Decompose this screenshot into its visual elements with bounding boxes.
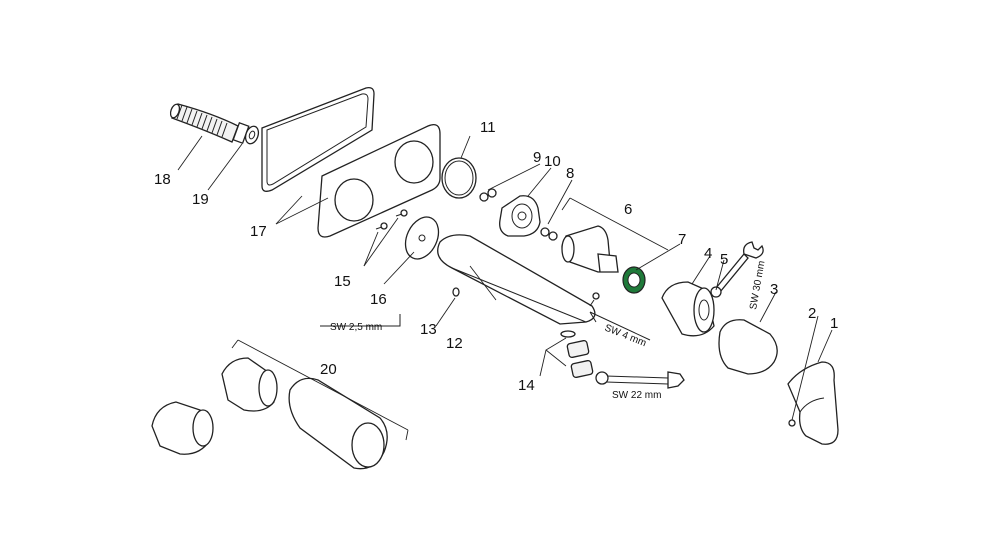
tool-label-sw30: SW 30 mm (748, 260, 767, 311)
callout-13: 13 (420, 321, 437, 338)
part-17-wall-plate (317, 123, 441, 238)
callout-1: 1 (830, 315, 838, 332)
part-4-sleeve (661, 281, 715, 337)
part-9-check-valve-seals (479, 188, 497, 202)
callout-18: 18 (154, 171, 171, 188)
part-14-aerator (560, 330, 594, 379)
wrench-sw22-icon (595, 371, 685, 389)
leader-lines (177, 135, 833, 441)
callout-14: 14 (518, 377, 535, 394)
part-10-valve-body (499, 195, 541, 237)
part-20-installation-sleeve-left (151, 401, 214, 455)
callout-11: 11 (480, 119, 496, 136)
callout-15: 15 (334, 273, 351, 290)
callout-7: 7 (678, 231, 686, 248)
callout-19: 19 (192, 191, 209, 208)
part-6-cartridge (561, 225, 619, 273)
part-17-seal-gasket (261, 86, 375, 192)
part-13-grub-screw (452, 287, 460, 297)
callout-16: 16 (370, 291, 387, 308)
part-11-o-ring (441, 157, 477, 199)
callout-3: 3 (770, 281, 778, 298)
callout-2: 2 (808, 305, 816, 322)
part-1-lever-handle (787, 361, 839, 445)
tool-label-sw4: SW 4 mm (603, 323, 648, 350)
part-16-cover-disc (404, 216, 440, 260)
spout-fixing-screw (589, 292, 600, 307)
part-8-seals (540, 227, 558, 241)
hex-key-sw4-icon (589, 311, 651, 341)
part-20-installation-sleeve-middle (221, 357, 278, 412)
callout-5: 5 (720, 251, 728, 268)
part-2-screw (788, 419, 796, 427)
part-7-cartridge-ring (622, 266, 646, 294)
part-18-flexible-hose (169, 103, 239, 143)
part-20-installation-tube (288, 377, 388, 470)
callout-10: 10 (544, 153, 561, 170)
callout-6: 6 (624, 201, 632, 218)
wrench-sw30-icon (710, 241, 764, 298)
part-12-spout (437, 234, 596, 325)
part-3-cover-sleeve (718, 319, 778, 375)
hex-key-sw25-icon (320, 314, 401, 327)
callout-12: 12 (446, 335, 463, 352)
callout-4: 4 (704, 245, 712, 262)
callout-8: 8 (566, 165, 574, 182)
callout-17: 17 (250, 223, 267, 240)
callout-20: 20 (320, 361, 337, 378)
tool-label-sw22: SW 22 mm (612, 390, 661, 401)
tool-label-sw25: SW 2,5 mm (330, 322, 382, 333)
part-19-hose-connector (232, 121, 260, 145)
callout-9: 9 (533, 149, 541, 166)
part-15-screws (375, 209, 408, 230)
